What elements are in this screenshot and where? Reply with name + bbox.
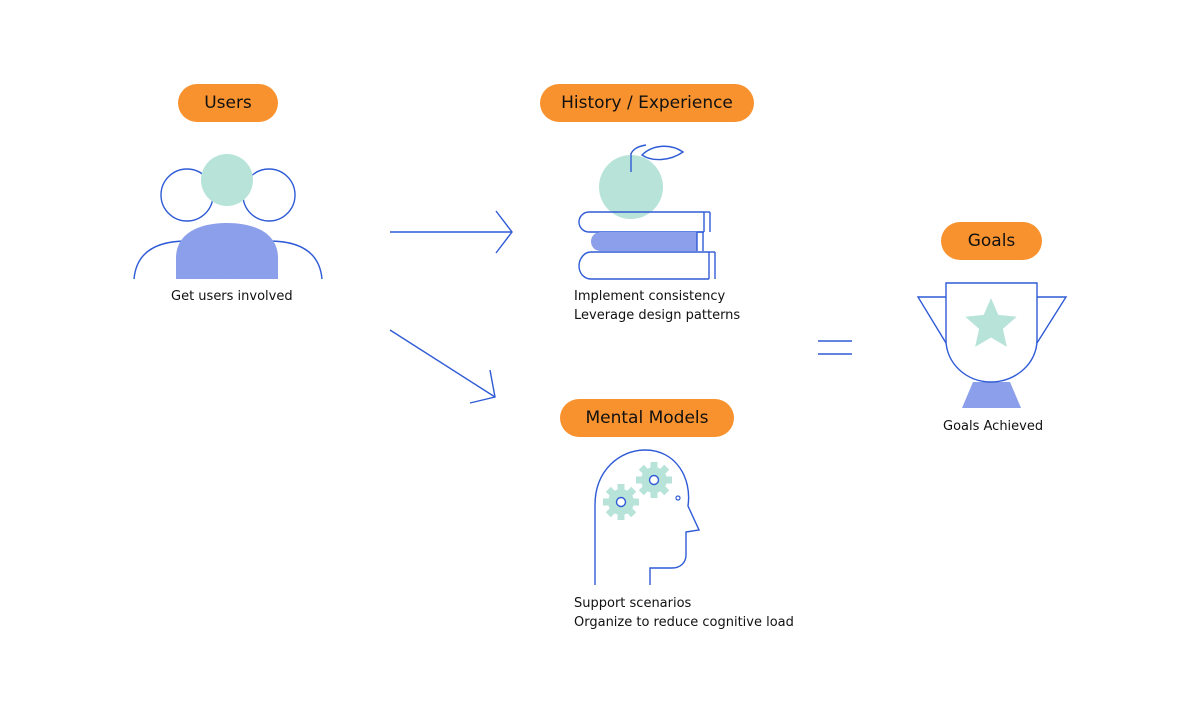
- history-caption: Implement consistency Leverage design pa…: [574, 287, 740, 325]
- caption-line: Support scenarios: [574, 596, 692, 611]
- caption-line: Goals Achieved: [943, 419, 1044, 434]
- equals-icon: [818, 340, 852, 355]
- star-icon: [965, 298, 1017, 347]
- users-pill: Users: [178, 84, 278, 122]
- gear-icon: [603, 484, 639, 520]
- books-and-apple-icon: [578, 144, 716, 280]
- head-with-gears-icon: [594, 449, 701, 585]
- arrow-users-to-history: [390, 210, 513, 254]
- arrow-users-to-mental: [389, 329, 496, 404]
- mental-models-caption: Support scenarios Organize to reduce cog…: [574, 594, 794, 632]
- people-group-icon: [133, 154, 323, 280]
- gear-icon: [636, 462, 672, 498]
- caption-line: Leverage design patterns: [574, 308, 741, 323]
- goals-pill: Goals: [941, 222, 1042, 260]
- caption-line: Get users involved: [171, 289, 293, 304]
- eye-dot: [675, 495, 681, 501]
- goals-caption: Goals Achieved: [943, 417, 1043, 436]
- history-experience-pill: History / Experience: [540, 84, 754, 122]
- trophy-icon: [916, 282, 1068, 408]
- mental-models-pill: Mental Models: [560, 399, 734, 437]
- caption-line: Implement consistency: [574, 289, 726, 304]
- caption-line: Organize to reduce cognitive load: [574, 615, 794, 630]
- users-caption: Get users involved: [171, 287, 293, 306]
